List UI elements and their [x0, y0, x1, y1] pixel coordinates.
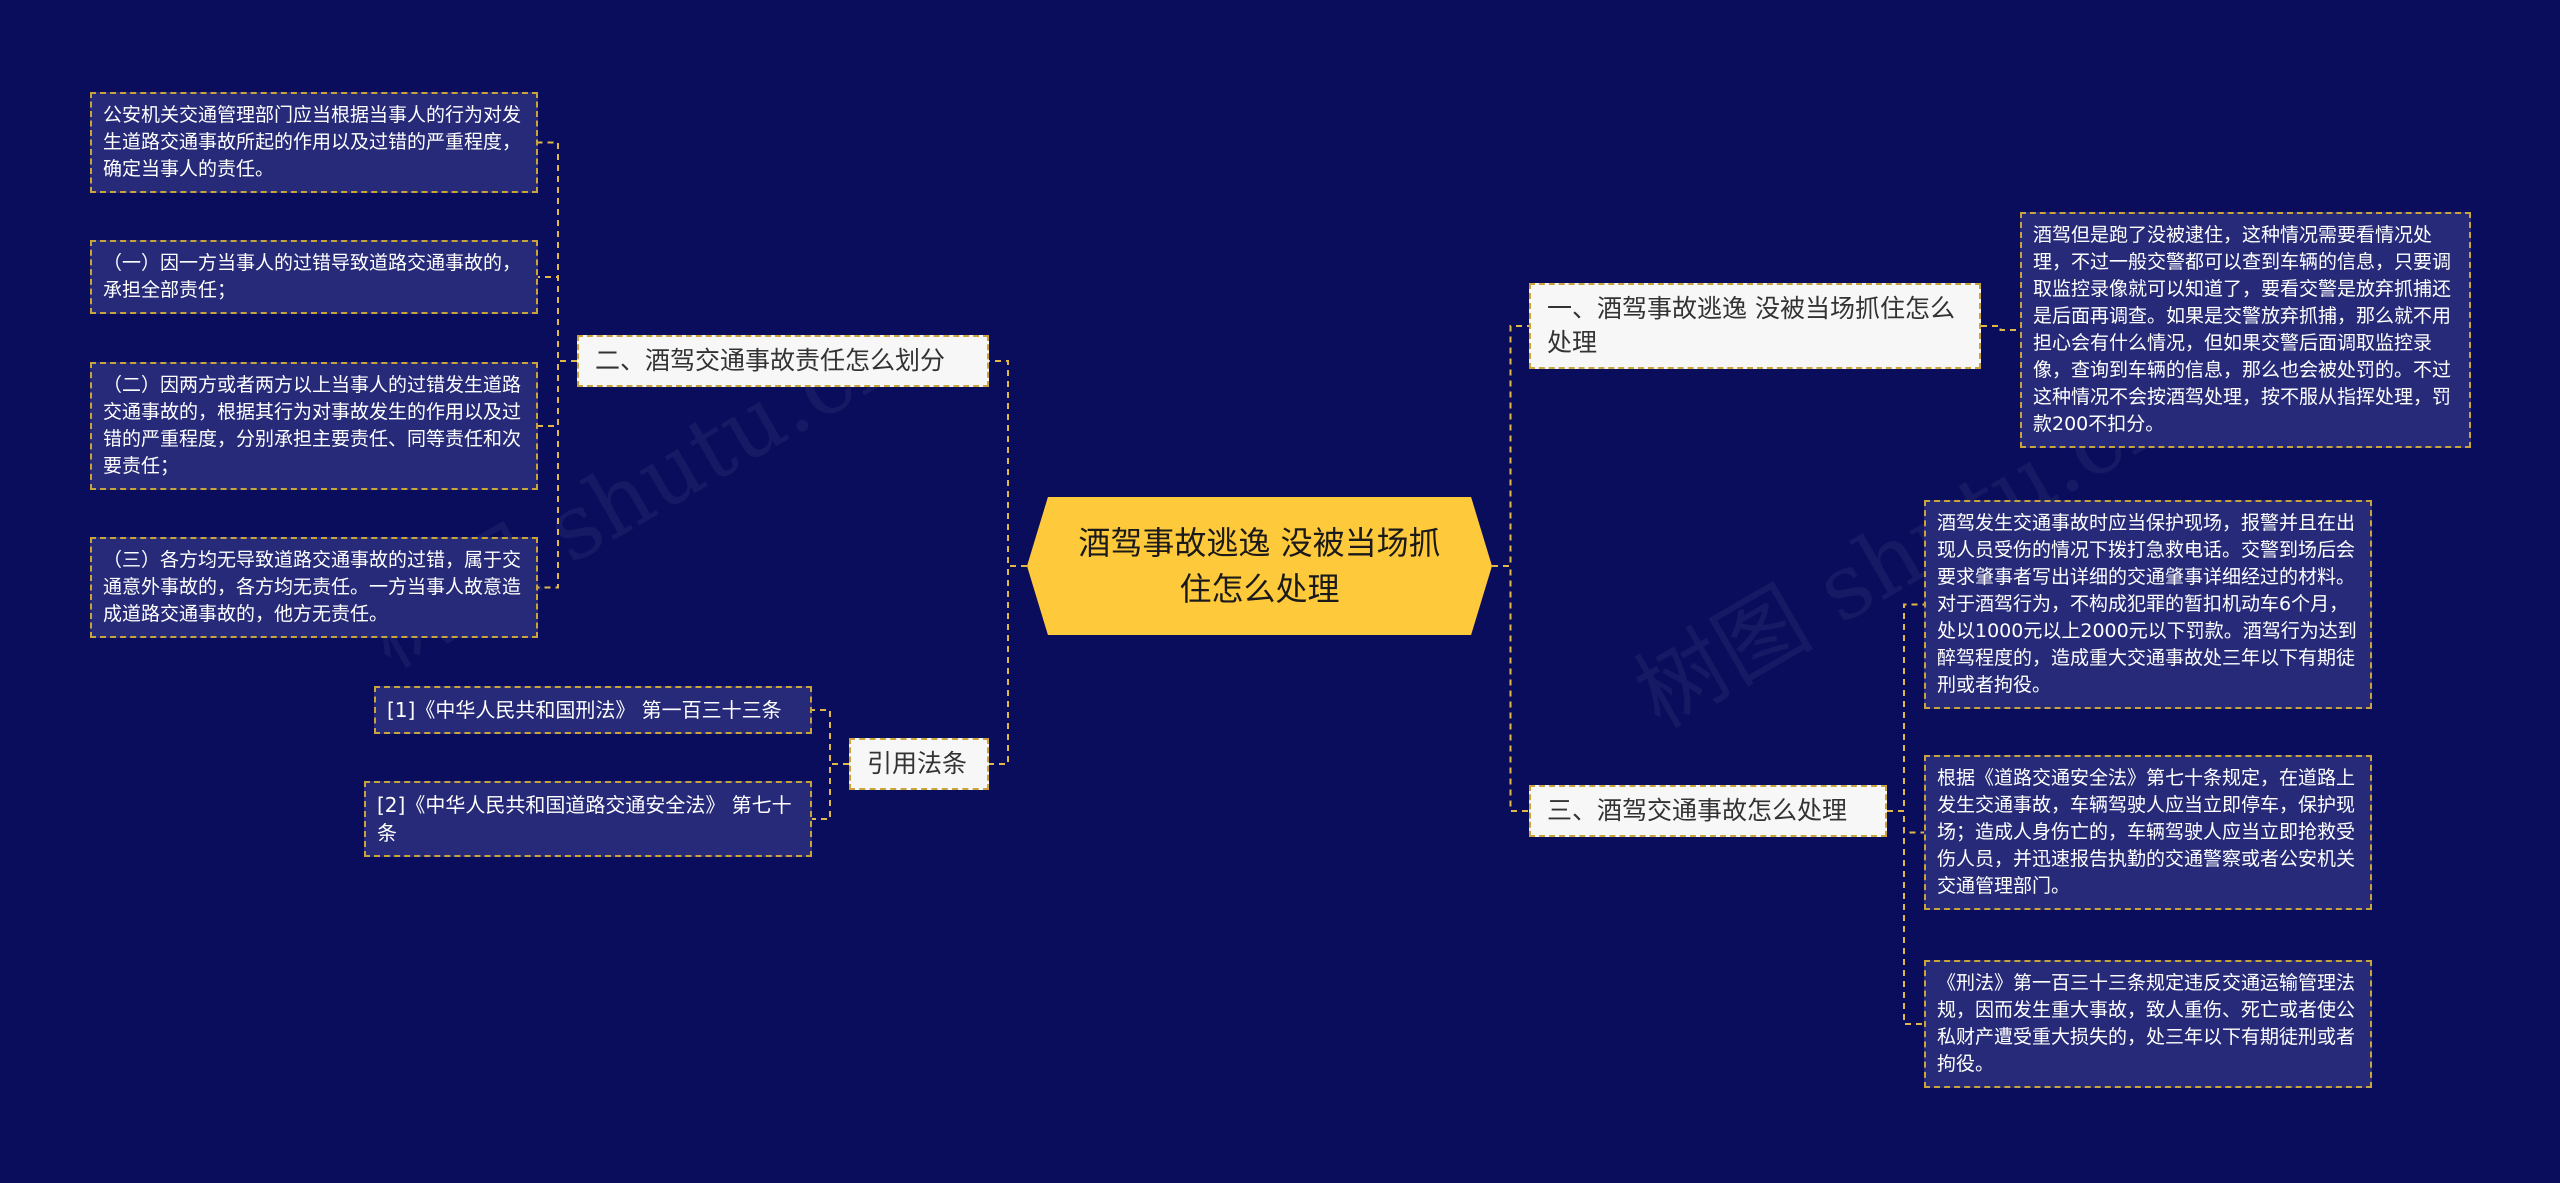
- connector-line: [1492, 565, 1529, 812]
- connector-line: [538, 141, 577, 362]
- connector-line: [812, 763, 849, 820]
- branch-3-topic[interactable]: 三、酒驾交通事故怎么处理: [1529, 785, 1887, 837]
- connector-line: [538, 360, 577, 589]
- branch-2-detail[interactable]: （一）因一方当事人的过错导致道路交通事故的，承担全部责任；: [90, 240, 538, 314]
- connector-line: [812, 709, 849, 765]
- branch-3-detail[interactable]: 《刑法》第一百三十三条规定违反交通运输管理法规，因而发生重大事故，致人重伤、死亡…: [1924, 960, 2372, 1088]
- connector-line: [538, 360, 577, 427]
- branch-4-topic[interactable]: 引用法条: [849, 738, 989, 790]
- connector-line: [1887, 810, 1924, 834]
- branch-1-detail[interactable]: 酒驾但是跑了没被逮住，这种情况需要看情况处理，不过一般交警都可以查到车辆的信息，…: [2020, 212, 2471, 448]
- connector-line: [1492, 325, 1529, 567]
- branch-2-detail[interactable]: 公安机关交通管理部门应当根据当事人的行为对发生道路交通事故所起的作用以及过错的严…: [90, 92, 538, 193]
- connector-line: [989, 360, 1027, 567]
- connector-line: [989, 565, 1027, 765]
- connector-line: [1981, 325, 2020, 331]
- branch-2-topic[interactable]: 二、酒驾交通事故责任怎么划分: [577, 335, 989, 387]
- branch-2-detail[interactable]: （二）因两方或者两方以上当事人的过错发生道路交通事故的，根据其行为对事故发生的作…: [90, 362, 538, 490]
- root-topic[interactable]: 酒驾事故逃逸 没被当场抓住怎么处理: [1027, 497, 1492, 635]
- connector-line: [538, 276, 577, 362]
- reference-item[interactable]: [2]《中华人民共和国道路交通安全法》 第七十条: [364, 781, 812, 857]
- branch-1-topic[interactable]: 一、酒驾事故逃逸 没被当场抓住怎么处理: [1529, 283, 1981, 369]
- branch-2-detail[interactable]: （三）各方均无导致道路交通事故的过错，属于交通意外事故的，各方均无责任。一方当事…: [90, 537, 538, 638]
- branch-3-detail[interactable]: 根据《道路交通安全法》第七十条规定，在道路上发生交通事故，车辆驾驶人应当立即停车…: [1924, 755, 2372, 910]
- connector-line: [1887, 603, 1924, 812]
- reference-item[interactable]: [1]《中华人民共和国刑法》 第一百三十三条: [374, 686, 812, 734]
- connector-line: [1887, 810, 1924, 1025]
- branch-3-detail[interactable]: 酒驾发生交通事故时应当保护现场，报警并且在出现人员受伤的情况下拨打急救电话。交警…: [1924, 500, 2372, 709]
